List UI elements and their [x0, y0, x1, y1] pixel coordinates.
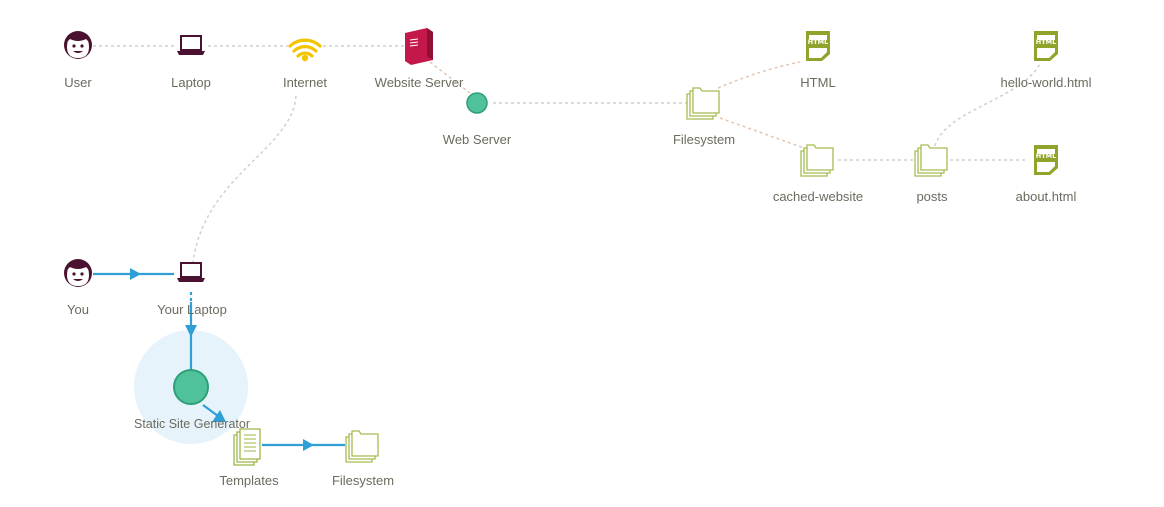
face-icon [64, 259, 92, 287]
hello-world-node: HTML hello-world.html [1000, 31, 1092, 90]
cached-website-label: cached-website [773, 189, 863, 204]
server-icon [405, 28, 433, 65]
templates-label: Templates [219, 473, 279, 488]
web-server-label: Web Server [443, 132, 512, 147]
about-label: about.html [1016, 189, 1077, 204]
filesystem-top-label: Filesystem [673, 132, 735, 147]
laptop-label: Laptop [171, 75, 211, 90]
user-node: User [64, 31, 92, 90]
html-badge-text: HTML [1036, 152, 1056, 160]
html-label: HTML [800, 75, 835, 90]
laptop-icon [176, 35, 206, 56]
html-file-icon [1034, 145, 1058, 175]
you-label: You [67, 302, 89, 317]
folder-icon [914, 144, 948, 177]
filesystem-node-top: Filesystem [673, 87, 735, 147]
user-label: User [64, 75, 92, 90]
website-server-node: Website Server [375, 28, 464, 90]
process-node-icon [466, 92, 488, 114]
folder-icon [345, 430, 379, 463]
internet-node: Internet [283, 38, 327, 90]
static-site-generator-label: Static Site Generator [134, 417, 250, 431]
html-file-icon [806, 31, 830, 61]
hello-world-label: hello-world.html [1000, 75, 1091, 90]
html-file-icon [1034, 31, 1058, 61]
posts-label: posts [916, 189, 948, 204]
face-icon [64, 31, 92, 59]
posts-node: posts [914, 144, 948, 204]
filesystem-bottom-label: Filesystem [332, 473, 394, 488]
html-node: HTML HTML [800, 31, 836, 90]
laptop-node: Laptop [171, 35, 211, 90]
filesystem-node-bottom: Filesystem [332, 430, 394, 488]
website-server-label: Website Server [375, 75, 464, 90]
folder-icon [800, 144, 834, 177]
templates-node: Templates [219, 428, 279, 488]
web-server-node: Web Server [443, 92, 512, 147]
internet-label: Internet [283, 75, 327, 90]
wifi-icon [288, 38, 322, 62]
static-site-generator-node: Static Site Generator [134, 369, 250, 431]
your-laptop-label: Your Laptop [157, 302, 227, 317]
html-badge-text: HTML [808, 38, 828, 46]
your-laptop-node: Your Laptop [157, 262, 227, 317]
connectors [93, 45, 1041, 263]
process-node-icon [173, 369, 209, 405]
cached-website-node: cached-website [773, 144, 863, 204]
folder-icon [686, 87, 720, 120]
laptop-icon [176, 262, 206, 283]
you-node: You [64, 259, 92, 317]
documents-icon [233, 428, 261, 466]
about-node: HTML about.html [1016, 145, 1077, 204]
build-flow [93, 268, 345, 451]
html-badge-text: HTML [1036, 38, 1056, 46]
